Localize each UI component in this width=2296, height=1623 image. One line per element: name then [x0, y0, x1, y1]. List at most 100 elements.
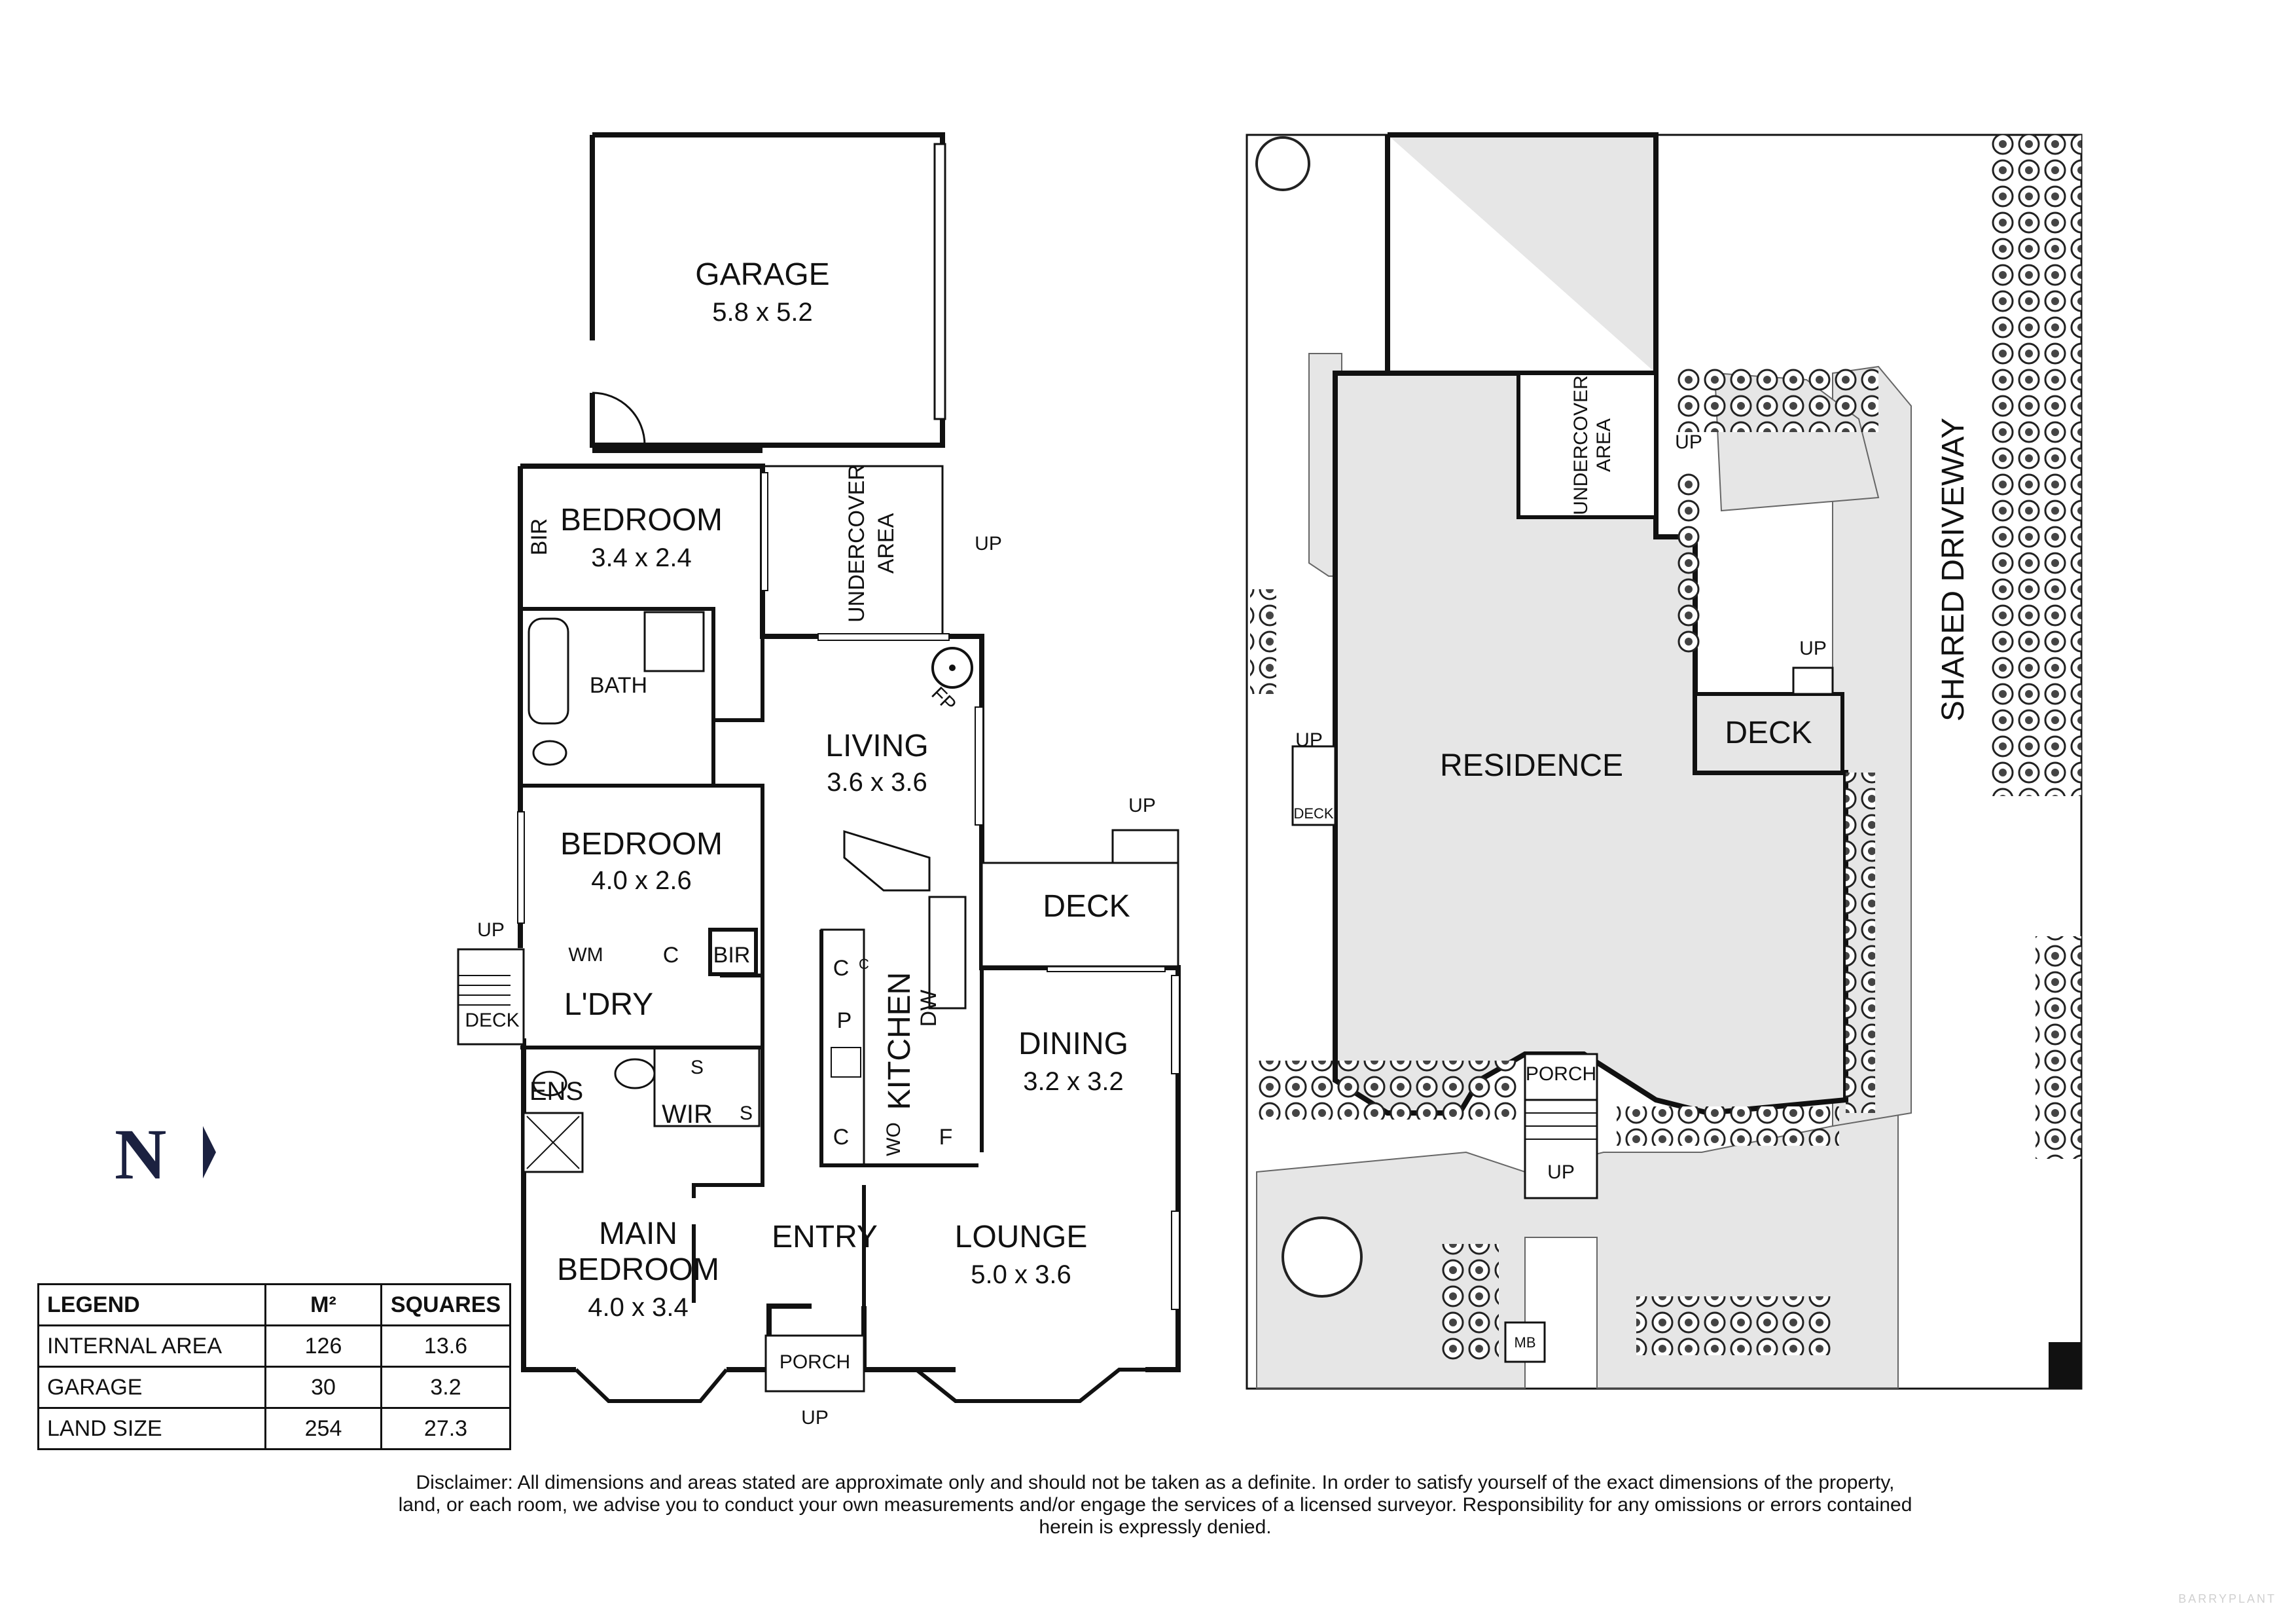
deck-label: DECK — [1043, 889, 1130, 924]
table-row: LAND SIZE 254 27.3 — [37, 1407, 511, 1450]
f-label: F — [939, 1125, 953, 1150]
window — [1171, 1211, 1180, 1310]
mb-shrubs — [1440, 1244, 1499, 1362]
laundry-label: L'DRY — [564, 987, 653, 1022]
site-up-3: UP — [1295, 729, 1323, 751]
mailbox — [1504, 1321, 1546, 1363]
undercover-label-2: AREA — [874, 513, 899, 574]
main-bedroom-name: MAIN — [599, 1216, 677, 1251]
bay-window-lounge — [915, 1368, 1145, 1403]
garage-walls — [590, 132, 945, 448]
lounge-name: LOUNGE — [955, 1220, 1088, 1254]
front-shrubs-3 — [1636, 1296, 1833, 1355]
rear-shrubs-2 — [1676, 471, 1702, 655]
north-label: N — [115, 1114, 167, 1194]
porch-box — [764, 1334, 865, 1393]
dining-size: 3.2 x 3.2 — [1023, 1067, 1123, 1096]
legend-squares: 27.3 — [380, 1407, 511, 1450]
living-size: 3.6 x 3.6 — [827, 768, 927, 797]
driveway-hedge — [1990, 135, 2081, 796]
c-label-low: C — [833, 1125, 850, 1150]
main-bedroom-name-2: BEDROOM — [557, 1252, 719, 1287]
front-shrubs — [1257, 1061, 1518, 1120]
large-tree — [1282, 1216, 1363, 1298]
mb-label: MB — [1515, 1334, 1536, 1351]
legend-header-row: LEGEND M² SQUARES — [37, 1283, 511, 1326]
legend-label: LAND SIZE — [37, 1407, 266, 1450]
toilet — [532, 740, 567, 766]
s-label-1: S — [691, 1057, 704, 1078]
site-plan: RESIDENCE UNDERCOVER AREA UP UP DECK UP … — [1246, 132, 2083, 1390]
site-side-deck — [1291, 745, 1336, 826]
site-up-4: UP — [1547, 1161, 1575, 1183]
undercover-area-walls — [762, 465, 944, 636]
ens-basin — [614, 1058, 656, 1089]
site-side-deck-label: DECK — [1293, 805, 1333, 822]
up-label: UP — [975, 533, 1002, 555]
lounge-size: 5.0 x 3.6 — [971, 1260, 1071, 1289]
ens-toilet — [532, 1070, 567, 1097]
garage-name: GARAGE — [695, 257, 829, 292]
site-undercover — [1516, 371, 1658, 519]
floor-labels: GARAGE 5.8 x 5.2 BEDROOM 3.4 x 2.4 BIR U… — [465, 257, 1156, 1429]
shared-driveway-label: SHARED DRIVEWAY — [1936, 418, 1971, 721]
deck-step — [1111, 829, 1179, 864]
wir-label: WIR — [662, 1100, 713, 1129]
cooktop — [831, 1047, 861, 1078]
ens-label: ENS — [529, 1077, 583, 1106]
wo-label: WO — [883, 1122, 905, 1156]
side-deck-label: DECK — [465, 1010, 519, 1031]
shower-x — [526, 1116, 580, 1169]
legend-header: SQUARES — [380, 1283, 511, 1326]
site-deck — [1693, 692, 1844, 775]
rear-shrubs — [1676, 367, 1878, 432]
site-undercover-label-2: AREA — [1593, 418, 1615, 472]
site-undercover-label: UNDERCOVER — [1570, 375, 1592, 515]
legend-label: INTERNAL AREA — [37, 1324, 266, 1368]
site-deck-label: DECK — [1725, 716, 1812, 750]
side-shrubs — [1250, 589, 1276, 694]
legend-m2: 126 — [264, 1324, 382, 1368]
disclaimer-text: Disclaimer: All dimensions and areas sta… — [398, 1472, 1912, 1538]
bedroom1-size: 3.4 x 2.4 — [591, 543, 691, 572]
table-row: INTERNAL AREA 126 13.6 — [37, 1324, 511, 1368]
bedroom2-size: 4.0 x 2.6 — [591, 866, 691, 895]
kitchen-counter — [820, 928, 865, 1167]
wm-label: WM — [568, 944, 603, 966]
bay-window-main-bedroom — [574, 1368, 728, 1403]
garage-door — [933, 143, 946, 420]
legend-m2: 254 — [264, 1407, 382, 1450]
site-porch-label: PORCH — [1526, 1063, 1596, 1085]
corner-tree — [1255, 136, 1310, 191]
bath-label: BATH — [590, 673, 647, 698]
side-deck-box — [457, 948, 525, 1046]
watermark: BARRYPLANT — [2178, 1592, 2276, 1605]
legend-header: M² — [264, 1283, 382, 1326]
s-label-2: S — [740, 1103, 753, 1124]
garage-size: 5.8 x 5.2 — [712, 298, 812, 327]
living-bench — [843, 830, 931, 892]
side-hedge — [1846, 773, 1875, 1113]
window — [1171, 975, 1180, 1074]
garage-wall-solid — [592, 444, 762, 453]
window — [817, 633, 950, 641]
undercover-label: UNDERCOVER — [844, 464, 869, 623]
bathtub — [528, 617, 569, 725]
window — [517, 811, 525, 924]
bir-label: BIR — [527, 519, 552, 556]
legend-squares: 13.6 — [380, 1324, 511, 1368]
side-deck-steps — [458, 975, 511, 1006]
porch-label: PORCH — [780, 1351, 850, 1373]
legend-squares: 3.2 — [380, 1366, 511, 1409]
main-bedroom-size: 4.0 x 3.4 — [588, 1293, 688, 1322]
garage-door-swing — [592, 392, 646, 446]
dining-name: DINING — [1018, 1027, 1128, 1061]
residence-label: RESIDENCE — [1440, 748, 1623, 783]
up-label-deck: UP — [1128, 795, 1156, 816]
bir2-label: BIR — [713, 943, 751, 968]
c-small-label: C — [859, 956, 869, 972]
deck-box — [980, 862, 1179, 968]
c-label: C — [663, 943, 679, 968]
up-label-side: UP — [477, 919, 505, 941]
